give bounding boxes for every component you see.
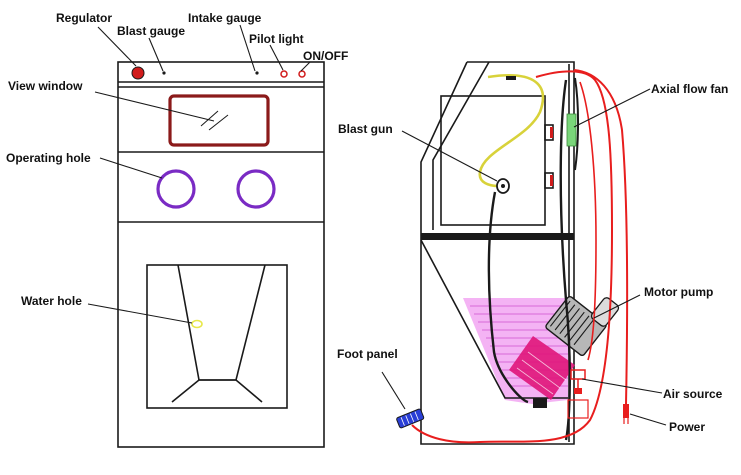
top-fitting (506, 76, 516, 80)
axial-flow-fan (566, 113, 577, 147)
label-regulator: Regulator (56, 11, 112, 25)
inner-black-hose (559, 79, 571, 441)
operating-hole-right (236, 169, 276, 209)
cabinet-inner-slope (432, 61, 490, 230)
front-view (117, 61, 325, 448)
water-hole (191, 319, 203, 329)
view-window (168, 94, 270, 147)
label-power: Power (669, 420, 705, 434)
intake-gauge (255, 71, 259, 75)
glass-glint (200, 110, 219, 127)
label-view-window: View window (8, 79, 83, 93)
label-water-hole: Water hole (21, 294, 82, 308)
blast-hose-yellow (478, 74, 545, 188)
operating-hole-left (156, 169, 196, 209)
foot-pedal (396, 408, 425, 429)
label-axial-flow-fan: Axial flow fan (651, 82, 728, 96)
pump-element (509, 336, 575, 400)
drain-outlet (533, 398, 547, 408)
cabinet-inner-window (440, 95, 546, 226)
power-cable (573, 69, 629, 405)
hopper-base (171, 379, 263, 403)
fan-cable (574, 77, 580, 171)
side-view (396, 61, 629, 445)
label-intake-gauge: Intake gauge (188, 11, 262, 25)
regulator-knob (131, 66, 145, 80)
on-off-switch (298, 70, 306, 78)
blast-gun-nozzle (496, 178, 510, 194)
power-plug (623, 404, 629, 418)
label-operating-hole: Operating hole (6, 151, 91, 165)
label-foot-panel: Foot panel (337, 347, 398, 361)
pump-cable (579, 81, 597, 361)
side-bracket-upper-mark (550, 127, 553, 138)
pump-element-texture (516, 351, 567, 395)
glass-glint-2 (208, 114, 229, 131)
label-blast-gauge: Blast gauge (117, 24, 185, 38)
blast-hose-black (487, 191, 529, 404)
hopper-frame (146, 264, 288, 409)
cabinet-shelf (421, 233, 574, 240)
labels: Regulator Blast gauge Intake gauge Pilot… (6, 11, 728, 434)
cabinet-front-outline (117, 61, 325, 448)
label-pilot-light: Pilot light (249, 32, 304, 46)
label-on-off: ON/OFF (303, 49, 348, 63)
side-bracket-lower-mark (550, 175, 553, 186)
air-hose (411, 70, 614, 444)
blast-gauge (162, 71, 166, 75)
leader-lines (87, 24, 667, 426)
label-motor-pump: Motor pump (644, 285, 713, 299)
label-air-source: Air source (663, 387, 723, 401)
pilot-light (280, 70, 288, 78)
lower-red-loop (567, 399, 589, 419)
air-source-fitting (570, 369, 586, 394)
label-blast-gun: Blast gun (338, 122, 393, 136)
